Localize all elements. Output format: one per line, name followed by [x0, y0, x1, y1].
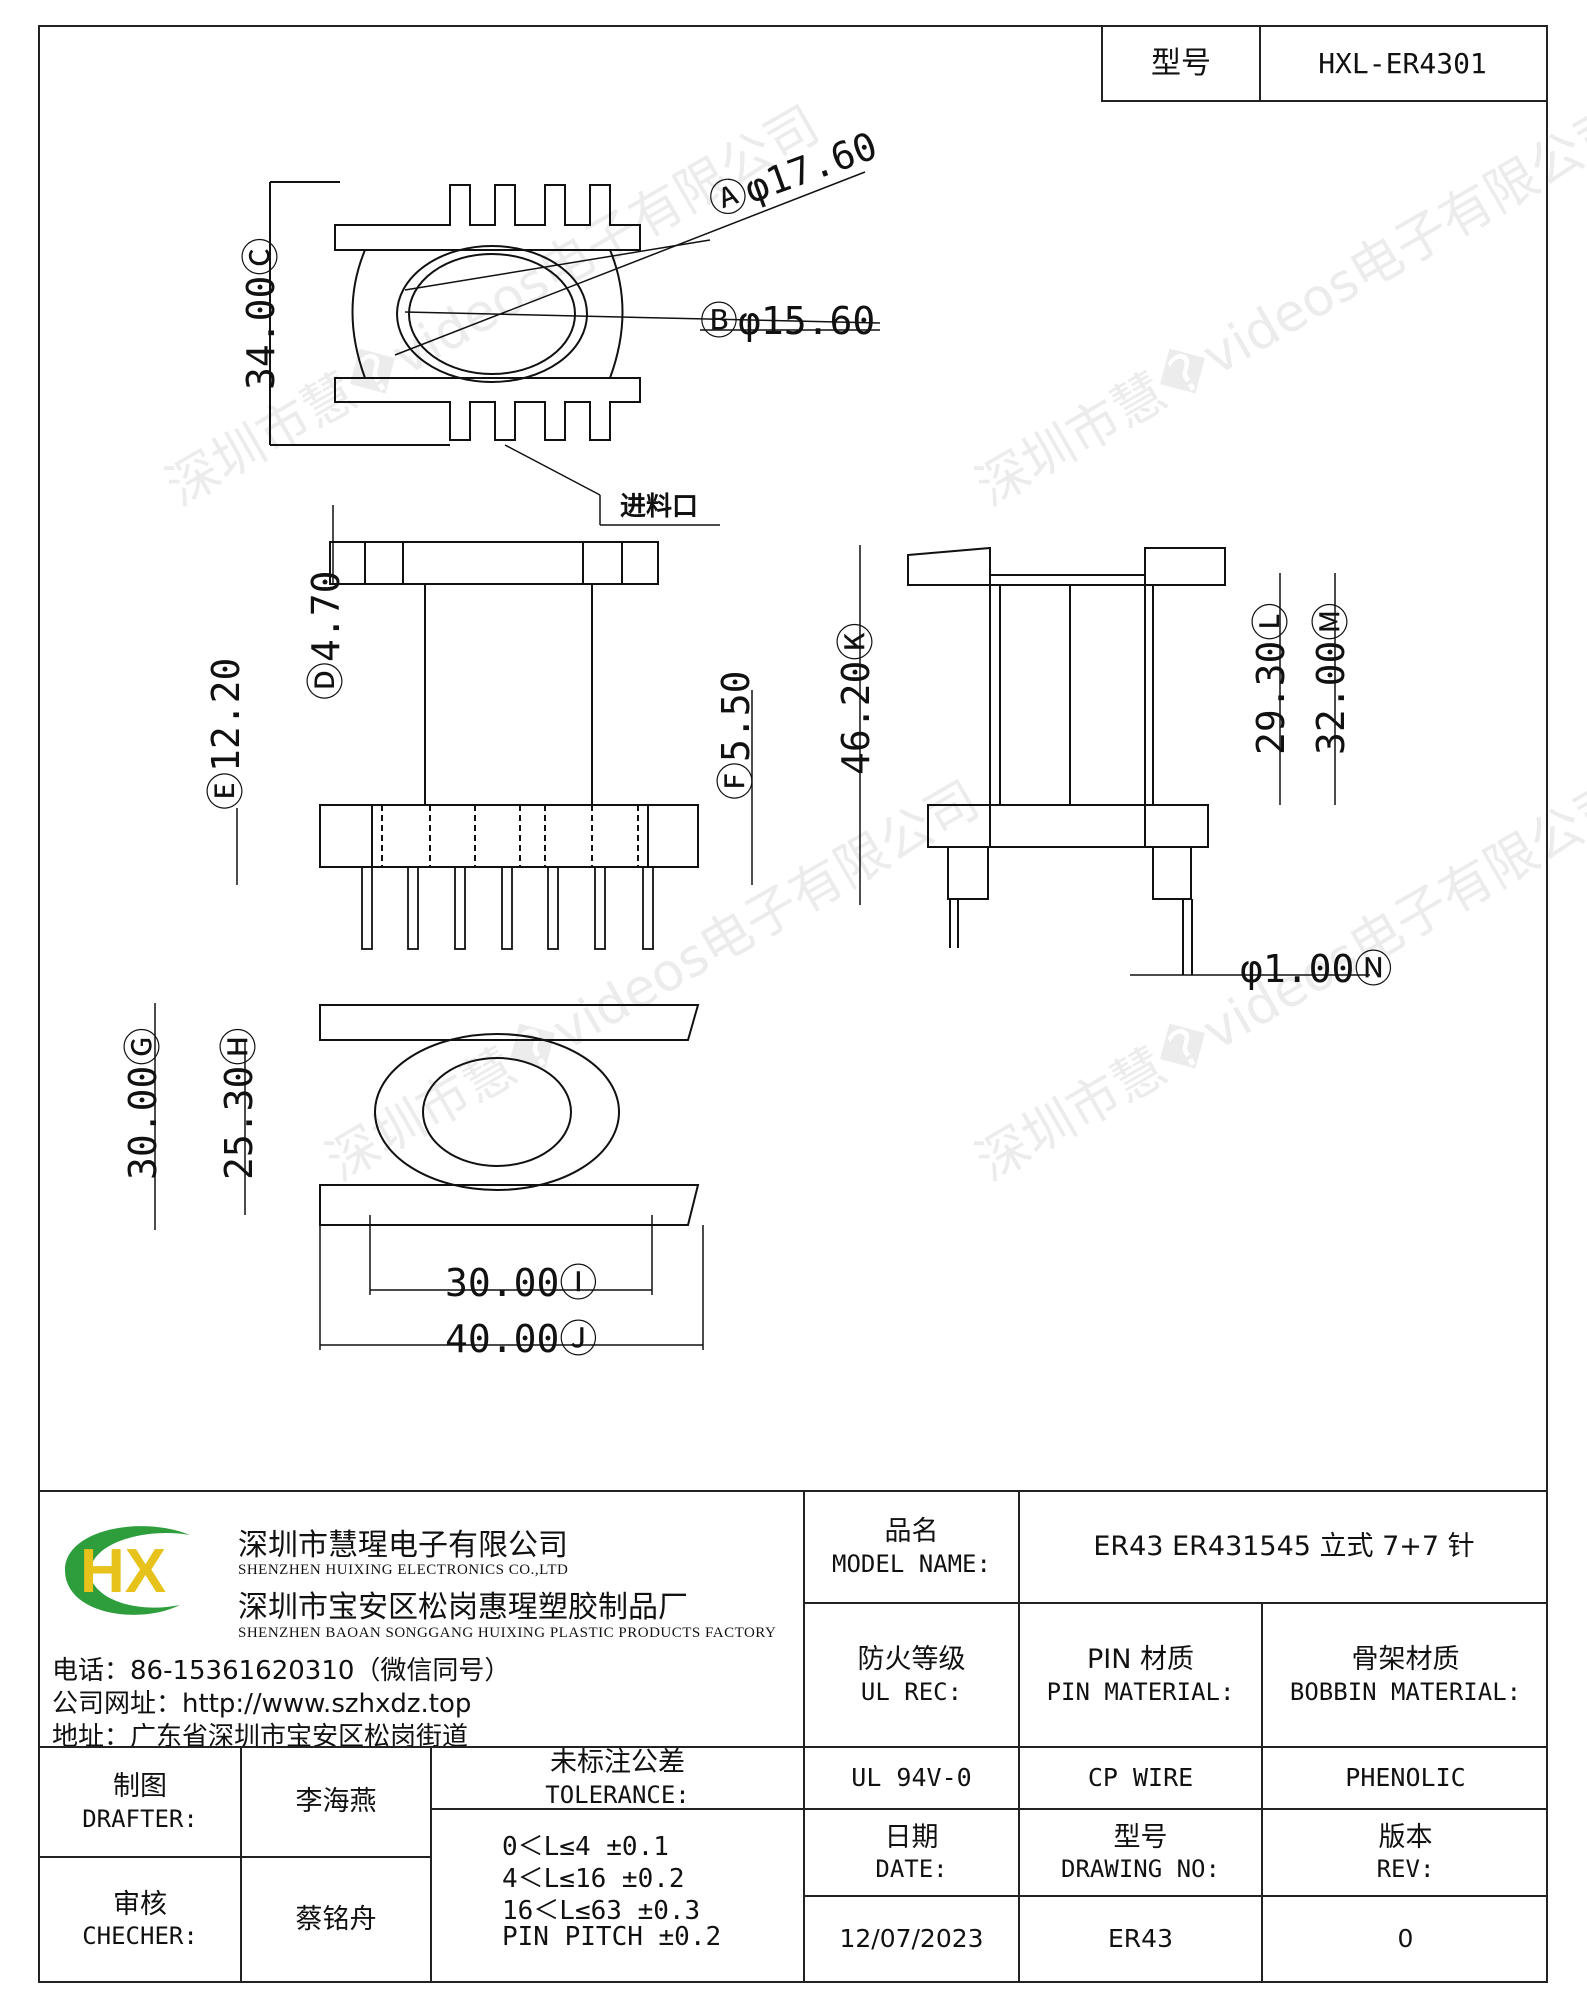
- dim-i: 30.00Ⓘ: [445, 1261, 598, 1305]
- tolerance-line-3: 16＜L≤63 ±0.3: [502, 1896, 701, 1926]
- tolerance-cn: 未标注公差: [550, 1747, 685, 1779]
- company-name-en: SHENZHEN HUIXING ELECTRONICS CO.,LTD: [238, 1562, 569, 1578]
- company-phone: 电话：86-15361620310（微信同号）: [52, 1656, 511, 1686]
- dim-c: 34.00Ⓒ: [239, 237, 283, 390]
- feed-port-label: 进料口: [620, 492, 699, 522]
- dim-j: 40.00Ⓙ: [445, 1317, 598, 1361]
- tolerance-line-2: 4＜L≤16 ±0.2: [502, 1864, 685, 1894]
- ul-rec-value-cell: UL 94V-0: [805, 1748, 1018, 1808]
- drafter-label-cell: 制图 DRAFTER:: [40, 1748, 240, 1856]
- pin-material-cn: PIN 材质: [1086, 1644, 1195, 1676]
- dim-m: 32.00Ⓜ: [1309, 602, 1353, 755]
- rev-cn: 版本: [1378, 1821, 1433, 1853]
- model-name-value-cell: ER43 ER431545 立式 7+7 针: [1020, 1492, 1548, 1602]
- dim-g: 30.00Ⓖ: [121, 1027, 165, 1180]
- checker-value: 蔡铭舟: [295, 1903, 377, 1935]
- drawing-no-value: ER43: [1108, 1924, 1173, 1954]
- dim-b-diameter: Ⓑφ15.60: [700, 299, 876, 343]
- bobbin-material-en: BOBBIN MATERIAL:: [1289, 1677, 1522, 1706]
- factory-name-en: SHENZHEN BAOAN SONGGANG HUIXING PLASTIC …: [238, 1625, 777, 1641]
- bobbin-material-cn: 骨架材质: [1351, 1644, 1460, 1676]
- drafter-en: DRAFTER:: [82, 1804, 198, 1833]
- bottom-view: [154, 1003, 704, 1350]
- company-divider: [803, 1490, 805, 1983]
- date-en: DATE:: [875, 1855, 948, 1884]
- company-name-cn: 深圳市慧瑆电子有限公司: [238, 1528, 568, 1563]
- factory-name-cn: 深圳市宝安区松岗惠瑆塑胶制品厂: [238, 1590, 688, 1625]
- dim-k: 46.20Ⓚ: [834, 622, 878, 775]
- top-view: [269, 171, 881, 526]
- dim-l: 29.30Ⓛ: [1249, 602, 1293, 755]
- col-divider-4: [240, 1746, 242, 1983]
- header-type-label: 型号: [1151, 45, 1211, 81]
- rev-value: 0: [1397, 1924, 1414, 1954]
- company-website: 公司网址：http://www.szhxdz.top: [52, 1689, 472, 1719]
- pin-material-label-cell: PIN 材质 PIN MATERIAL:: [1020, 1604, 1261, 1746]
- header-type-value-cell: HXL-ER4301: [1259, 25, 1548, 102]
- model-name-value: ER43 ER431545 立式 7+7 针: [1093, 1531, 1475, 1563]
- row-line-4: [805, 1895, 1548, 1897]
- pin-material-en: PIN MATERIAL:: [1046, 1677, 1235, 1706]
- ul-rec-cn: 防火等级: [857, 1644, 966, 1676]
- checker-label-cell: 审核 CHECHER:: [40, 1858, 240, 1981]
- logo-text: HX: [80, 1537, 166, 1606]
- bobbin-material-label-cell: 骨架材质 BOBBIN MATERIAL:: [1263, 1604, 1548, 1746]
- model-name-label-cell: 品名 MODEL NAME:: [805, 1492, 1018, 1602]
- date-value: 12/07/2023: [839, 1924, 984, 1954]
- title-block-top-line: [38, 1490, 1548, 1492]
- drawing-no-en: DRAWING NO:: [1061, 1855, 1220, 1884]
- side-view: [859, 545, 1370, 976]
- dim-h: 25.30Ⓗ: [217, 1027, 261, 1180]
- bobbin-material-value: PHENOLIC: [1345, 1763, 1466, 1793]
- dim-n-diameter: φ1.00Ⓝ: [1240, 947, 1393, 991]
- header-type-label-cell: 型号: [1101, 25, 1261, 102]
- dim-d: Ⓓ4.70: [304, 570, 348, 700]
- pin-material-value-cell: CP WIRE: [1020, 1748, 1261, 1808]
- col-divider-1: [1018, 1490, 1020, 1983]
- tolerance-line-1: 0＜L≤4 ±0.1: [502, 1832, 669, 1862]
- technical-drawing: [154, 171, 1370, 1350]
- date-label-cell: 日期 DATE:: [805, 1810, 1018, 1895]
- drawing-no-value-cell: ER43: [1020, 1897, 1261, 1981]
- bobbin-material-value-cell: PHENOLIC: [1263, 1748, 1548, 1808]
- row-line-1: [805, 1602, 1548, 1604]
- checker-value-cell: 蔡铭舟: [242, 1858, 430, 1981]
- date-cn: 日期: [884, 1821, 939, 1853]
- checker-cn: 审核: [113, 1888, 167, 1920]
- tolerance-en: TOLERANCE:: [545, 1780, 690, 1809]
- drafter-value-cell: 李海燕: [242, 1748, 430, 1856]
- front-view: [236, 505, 753, 950]
- col-divider-5: [430, 1746, 432, 1983]
- tolerance-label-cell: 未标注公差 TOLERANCE:: [432, 1747, 803, 1809]
- date-value-cell: 12/07/2023: [805, 1897, 1018, 1981]
- row-line-3: [430, 1808, 1548, 1810]
- ul-rec-value: UL 94V-0: [851, 1763, 972, 1793]
- rev-label-cell: 版本 REV:: [1263, 1810, 1548, 1895]
- model-name-cn: 品名: [884, 1516, 939, 1548]
- checker-en: CHECHER:: [82, 1922, 198, 1951]
- col-divider-2: [1261, 1602, 1263, 1808]
- company-logo: HX: [65, 1526, 190, 1615]
- row-line-5: [38, 1856, 430, 1858]
- dim-f: Ⓕ5.50: [714, 670, 758, 800]
- rev-value-cell: 0: [1263, 1897, 1548, 1981]
- drawing-no-label-cell: 型号 DRAWING NO:: [1020, 1810, 1261, 1895]
- header-type-value: HXL-ER4301: [1318, 47, 1487, 80]
- pin-material-value: CP WIRE: [1087, 1763, 1194, 1793]
- drafter-value: 李海燕: [295, 1786, 377, 1818]
- drafter-cn: 制图: [113, 1771, 167, 1803]
- drawing-frame: [38, 25, 1548, 1983]
- ul-rec-en: UL REC:: [860, 1677, 963, 1706]
- rev-en: REV:: [1376, 1855, 1435, 1884]
- drawing-no-cn: 型号: [1113, 1821, 1168, 1853]
- dim-e: Ⓔ12.20: [204, 657, 248, 810]
- tolerance-line-4: PIN PITCH ±0.2: [502, 1922, 722, 1952]
- ul-rec-label-cell: 防火等级 UL REC:: [805, 1604, 1018, 1746]
- row-line-2: [38, 1746, 1548, 1748]
- model-name-en: MODEL NAME:: [832, 1549, 991, 1578]
